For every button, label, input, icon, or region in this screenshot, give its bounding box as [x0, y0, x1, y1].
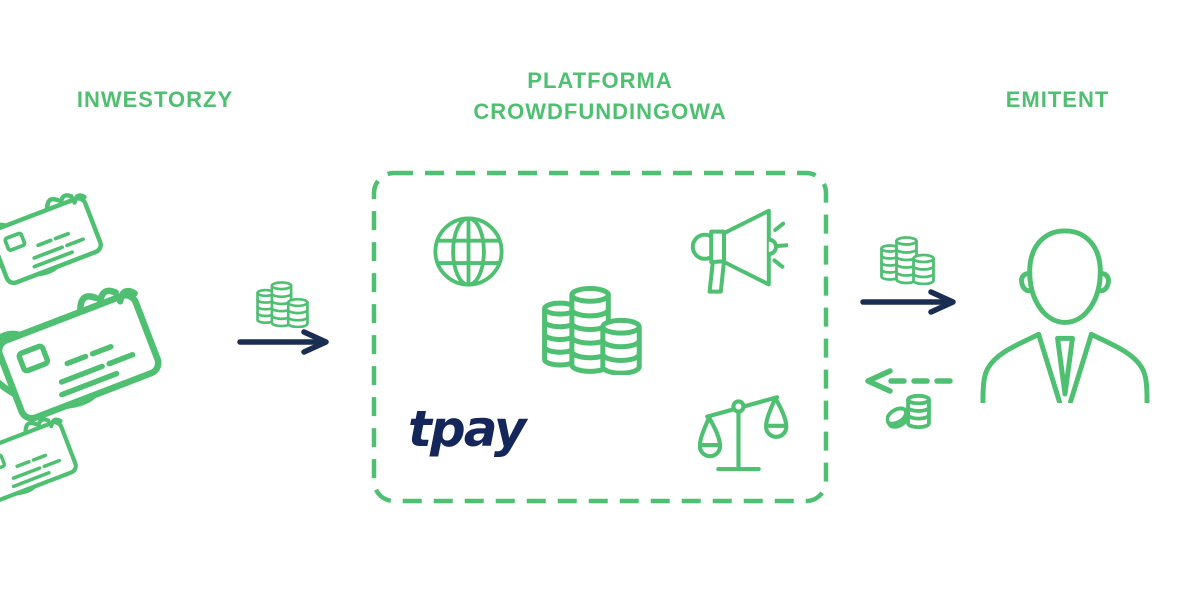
platform-label-line2: CROWDFUNDINGOWA: [473, 99, 727, 124]
return-arrow-dashed: [865, 368, 960, 394]
small-coins-icon: [886, 393, 931, 430]
businessman-icon: [980, 228, 1150, 403]
coin-stacks-icon: [880, 236, 935, 285]
transfer-arrow: [860, 289, 956, 315]
coin-stacks-icon: [256, 281, 309, 328]
hand-credit-card-icon: [0, 406, 98, 511]
globe-icon: [433, 216, 504, 287]
issuer-label: EMITENT: [1005, 87, 1110, 112]
platform-label-line1: PLATFORMA: [527, 68, 673, 93]
tpay-logo: tpay: [408, 400, 526, 458]
platform-label: PLATFORMA CROWDFUNDINGOWA: [420, 65, 780, 127]
coin-stacks-icon: [540, 284, 642, 375]
investment-arrow: [237, 329, 329, 355]
scales-icon: [698, 395, 789, 472]
megaphone-icon: [690, 208, 788, 294]
platform-box: [371, 170, 829, 504]
investors-label: INWESTORZY: [76, 87, 234, 112]
